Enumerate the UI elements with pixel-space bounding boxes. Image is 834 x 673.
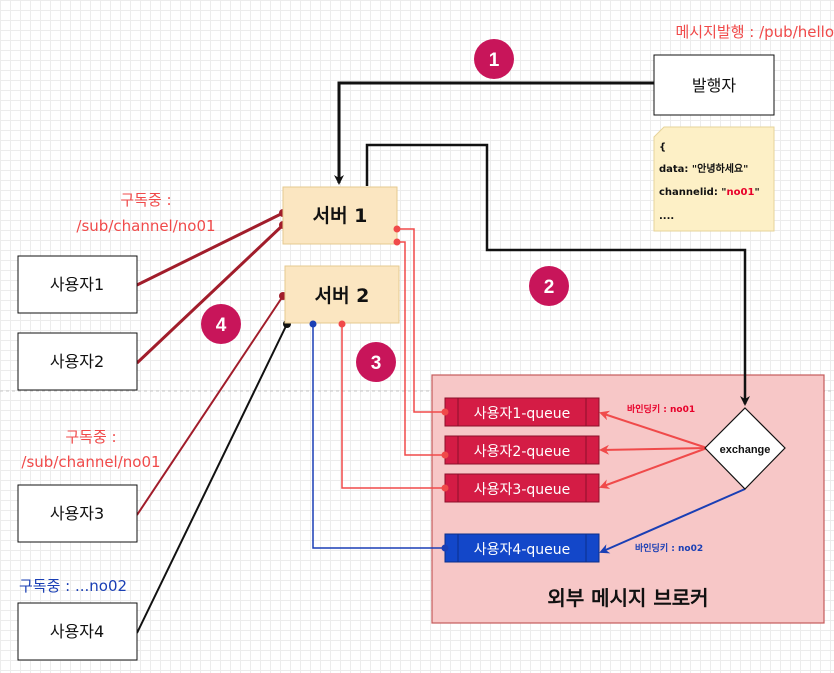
note-line-4: .... — [659, 211, 674, 222]
publisher-box[interactable] — [653, 54, 775, 116]
user-4-label: 사용자4 — [50, 622, 104, 641]
message-note — [653, 126, 775, 232]
server1-to-queue2-line — [397, 241, 445, 456]
subscription-label-mid-1: 구독중 : — [65, 428, 116, 446]
exchange-node[interactable] — [704, 407, 786, 490]
exchange-to-queue4-arrow — [599, 488, 746, 554]
queue-user3[interactable]: 사용자3-queue — [444, 473, 600, 503]
user3-connection — [136, 295, 284, 516]
queue-user4-label: 사용자4-queue — [474, 542, 570, 558]
broker-title: 외부 메시지 브로커 — [547, 586, 708, 610]
server-port-dot — [393, 238, 401, 246]
server2-to-queue4-line — [312, 325, 445, 549]
publisher-label: 발행자 — [692, 76, 736, 95]
step-1-badge: 1 — [474, 39, 514, 79]
subscription-label-mid-2: /sub/channel/no01 — [21, 453, 160, 471]
queue-user1[interactable]: 사용자1-queue — [444, 397, 600, 427]
user-1-label: 사용자1 — [50, 275, 104, 294]
server-1-box[interactable] — [282, 186, 398, 245]
svg-text:3: 3 — [371, 353, 382, 374]
queue-user2[interactable]: 사용자2-queue — [444, 435, 600, 465]
step-3-badge: 3 — [356, 342, 396, 382]
server-2-label: 서버 2 — [315, 285, 370, 307]
note-line-3: channelid: "no01" — [659, 187, 760, 198]
user-3-label: 사용자3 — [50, 504, 104, 523]
user-3-box[interactable] — [17, 484, 138, 543]
exchange-to-queue1-arrow — [599, 410, 708, 449]
queue-user2-label: 사용자2-queue — [474, 444, 570, 460]
step-4-badge: 4 — [201, 304, 241, 344]
forward-to-exchange-arrow — [365, 143, 750, 406]
user-2-label: 사용자2 — [50, 352, 104, 371]
exchange-to-queue3-arrow — [599, 447, 708, 489]
user-2-box[interactable] — [17, 332, 138, 391]
exchange-to-queue2-arrow — [599, 444, 708, 455]
user-4-box[interactable] — [17, 602, 138, 661]
subscription-label-top-1: 구독중 : — [120, 191, 171, 209]
svg-text:2: 2 — [544, 277, 555, 298]
svg-text:4: 4 — [216, 315, 227, 336]
user1-connection — [136, 211, 284, 287]
user2-connection — [135, 223, 285, 365]
queue-entry-dot — [441, 484, 449, 492]
queue-user3-label: 사용자3-queue — [474, 482, 570, 498]
channel-id-value: no01 — [727, 187, 755, 198]
queue-user4[interactable]: 사용자4-queue — [444, 533, 600, 563]
server1-to-queue1-line — [397, 228, 445, 413]
publish-arrow — [334, 81, 654, 185]
subscription-label-bottom: 구독중 : ...no02 — [19, 577, 127, 595]
server-port-dot — [309, 320, 317, 328]
svg-text:1: 1 — [489, 50, 500, 71]
step-2-badge: 2 — [529, 266, 569, 306]
user-1-box[interactable] — [17, 255, 138, 314]
note-line-1: { — [659, 142, 666, 153]
server2-to-queue3-line — [341, 325, 445, 489]
user4-connection — [136, 323, 288, 634]
publish-path-label: 메시지발행 : /pub/hello — [676, 23, 834, 41]
exchange-label: exchange — [720, 444, 771, 456]
server-1-label: 서버 1 — [313, 205, 368, 227]
binding-key-label-no01: 바인딩키 : no01 — [627, 403, 695, 415]
server-port-dot — [393, 225, 401, 233]
queue-user1-label: 사용자1-queue — [474, 406, 570, 422]
queue-entry-dot — [441, 408, 449, 416]
subscription-label-top-2: /sub/channel/no01 — [76, 217, 215, 235]
binding-key-label-no02: 바인딩키 : no02 — [635, 542, 703, 554]
queue-entry-dot — [441, 451, 449, 459]
server-port-dot — [338, 320, 346, 328]
note-line-2: data: "안녕하세요" — [659, 162, 748, 175]
queue-entry-dot — [441, 544, 449, 552]
